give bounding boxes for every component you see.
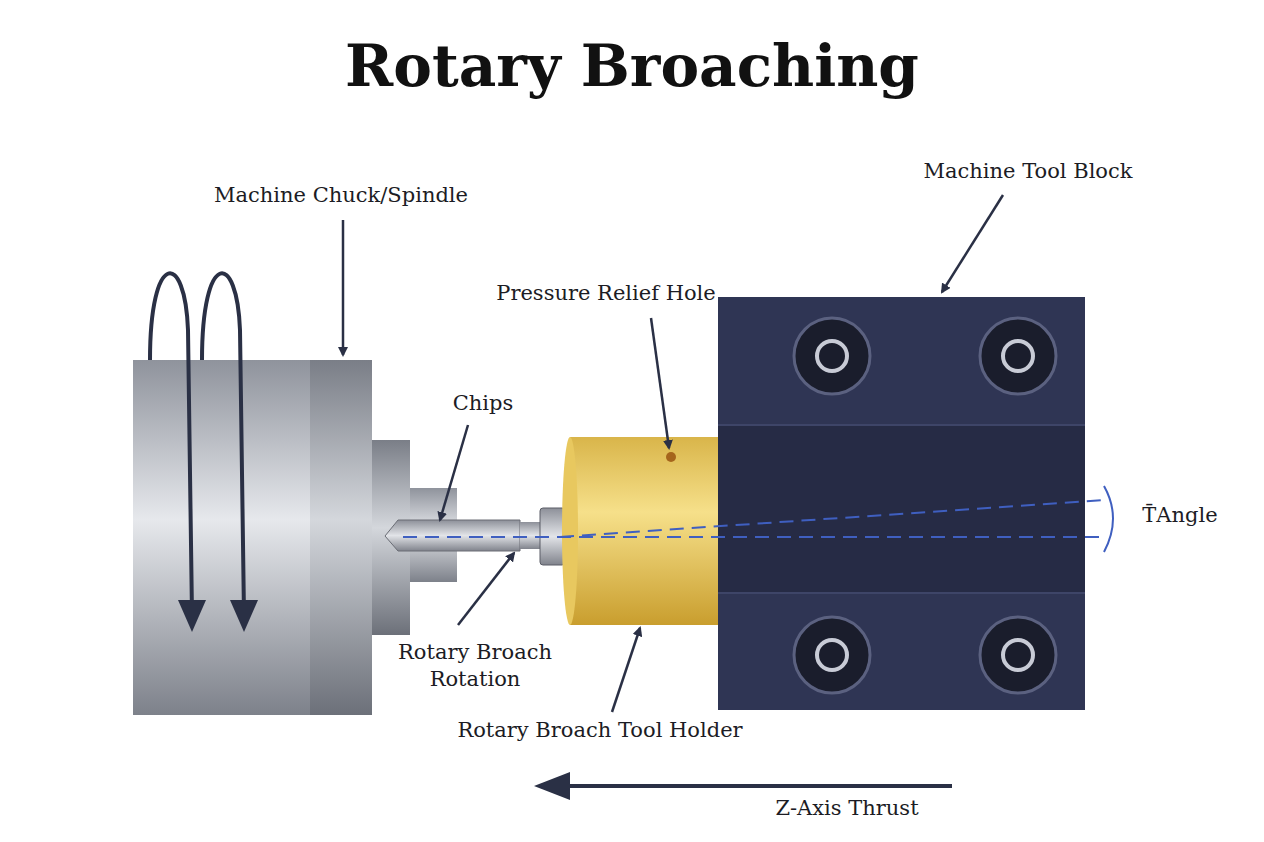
diagram-title: Rotary Broaching [345, 32, 919, 100]
part-label: Rotary Broach Rotation [385, 639, 565, 694]
part-label: Machine Chuck/Spindle [214, 182, 468, 209]
part-label: T̄Angle [1142, 502, 1217, 529]
part-label: Pressure Relief Hole [496, 280, 715, 307]
part-label: Chips [453, 390, 514, 417]
part-label: Z-Axis Thrust [775, 795, 918, 822]
part-label: Machine Tool Block [924, 158, 1133, 185]
part-label: Rotary Broach Tool Holder [457, 717, 742, 744]
